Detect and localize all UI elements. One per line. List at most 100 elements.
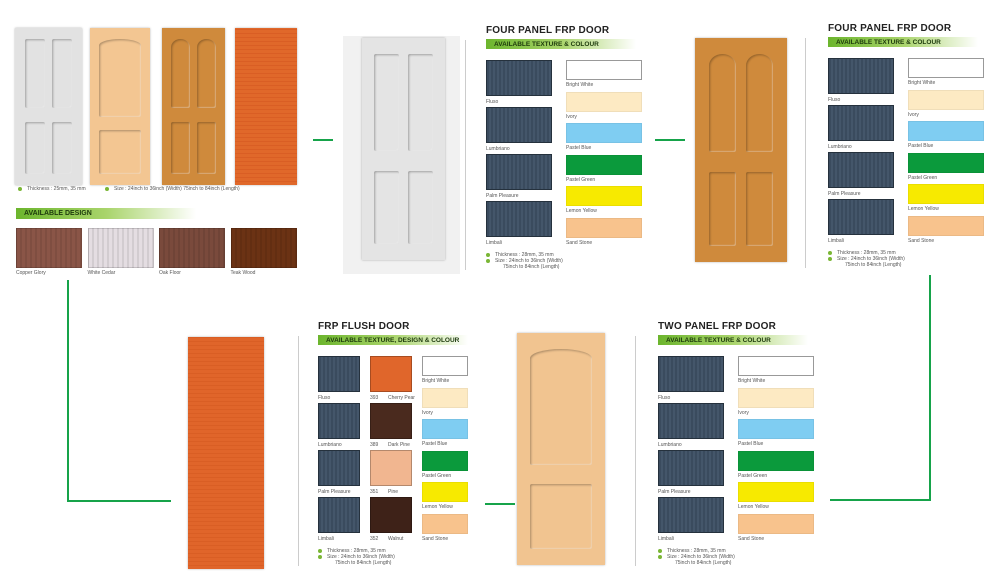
colour-swatch (908, 121, 984, 141)
door-panel (25, 39, 45, 108)
bullet-icon (658, 548, 662, 553)
texture-label: Lumbriano (486, 146, 510, 152)
door-panel (197, 122, 216, 174)
texture-label: Limbali (658, 536, 674, 542)
design-code: 393 (370, 395, 379, 401)
texture-colour-header: AVAILABLE TEXTURE, DESIGN & COLOUR (318, 335, 468, 345)
colour-swatch (908, 89, 984, 110)
door-image-four-panel-gray (362, 38, 445, 260)
colour-swatch (566, 60, 642, 80)
colour-swatch (422, 356, 468, 376)
available-design-header: AVAILABLE DESIGN (16, 208, 196, 219)
colour-swatch (908, 58, 984, 78)
texture-colour-header: AVAILABLE TEXTURE & COLOUR (486, 39, 636, 49)
design-label: Walnut (388, 536, 404, 542)
colour-label: Bright White (908, 80, 936, 86)
texture-label: Lumbriano (318, 442, 342, 448)
texture-swatch-palm-pleasure (828, 152, 894, 188)
panel-title: TWO PANEL FRP DOOR (658, 321, 777, 332)
design-swatch (159, 228, 225, 268)
thickness-text: Thickness : 28mm, 35 mm (837, 250, 896, 256)
size-length-text: 75inch to 84inch (Length) (845, 262, 902, 268)
overview-spec-size: Size : 24inch to 36inch (Width) 75inch t… (105, 186, 240, 193)
overview-door-four-panel (15, 28, 82, 185)
size-text: Size : 24inch to 36inch (Width) (837, 256, 905, 262)
colour-swatch (566, 91, 642, 112)
colour-swatch (422, 482, 468, 502)
colour-label: Lemon Yellow (908, 206, 939, 212)
door-panel (171, 39, 190, 108)
texture-swatch-palm-pleasure (486, 154, 552, 190)
divider (465, 40, 466, 270)
colour-label: Pastel Blue (908, 143, 934, 149)
door-panel (530, 349, 592, 465)
door-panel (709, 54, 737, 153)
colour-label: Pastel Blue (738, 441, 764, 447)
size-length-text: 75inch to 84inch (Length) (503, 264, 560, 270)
texture-swatch-limbali (658, 497, 724, 533)
colour-label: Sand Stone (422, 535, 449, 542)
texture-label: Fluso (318, 395, 331, 401)
overview-spec-thickness: Thickness : 25mm, 35 mm (18, 186, 86, 193)
bullet-icon (318, 554, 322, 559)
door-panel (171, 122, 190, 174)
colour-label: Sand Stone (908, 237, 935, 244)
texture-colour-header: AVAILABLE TEXTURE & COLOUR (658, 335, 808, 345)
colour-swatch (738, 356, 814, 376)
door-panel (746, 172, 774, 246)
panel-title: FOUR PANEL FRP DOOR (828, 23, 952, 34)
panel-title: FRP FLUSH DOOR (318, 321, 410, 332)
bullet-icon (18, 186, 22, 191)
texture-swatch-lumbriano (658, 403, 724, 439)
design-label: Copper Glory (16, 270, 46, 276)
door-panel (374, 171, 399, 244)
divider (805, 38, 806, 268)
door-image-four-panel-brown (695, 38, 787, 262)
connector-line (655, 139, 685, 141)
door-panel (197, 39, 216, 108)
colour-label: Ivory (908, 111, 919, 118)
connector-line (67, 280, 69, 502)
texture-swatch-limbali (486, 201, 552, 237)
texture-label: Fluso (658, 395, 671, 401)
door-image-flush (188, 337, 264, 569)
thickness-text: Thickness : 28mm, 35 mm (667, 548, 726, 554)
texture-label: Limbali (828, 238, 844, 244)
colour-label: Sand Stone (566, 239, 593, 246)
design-label: Oak Floor (159, 270, 181, 276)
thickness-text: Thickness : 28mm, 35 mm (495, 252, 554, 258)
colour-label: Pastel Green (738, 472, 768, 479)
door-panel (25, 122, 45, 174)
colour-swatch (908, 152, 984, 173)
texture-label: Lumbriano (658, 442, 682, 448)
texture-label: Fluso (486, 99, 499, 105)
bullet-icon (828, 256, 832, 261)
colour-label: Bright White (738, 378, 766, 384)
design-code: 352 (370, 536, 379, 542)
colour-swatch (738, 419, 814, 439)
texture-label: Palm Pleasure (828, 191, 861, 197)
texture-label: Fluso (828, 97, 841, 103)
thickness-text: Thickness : 25mm, 35 mm (27, 186, 86, 192)
colour-label: Ivory (566, 113, 577, 120)
design-swatch (370, 403, 412, 439)
door-panel (52, 122, 72, 174)
colour-swatch (422, 450, 468, 471)
design-swatch (370, 497, 412, 533)
texture-swatch-lumbriano (828, 105, 894, 141)
spec-thickness: Thickness : 28mm, 35 mm (318, 548, 386, 555)
texture-label: Limbali (318, 536, 334, 542)
bullet-icon (486, 258, 490, 263)
connector-line (830, 499, 931, 501)
colour-label: Ivory (422, 409, 433, 416)
design-swatch (87, 228, 154, 268)
spec-thickness: Thickness : 28mm, 35 mm (658, 548, 726, 555)
colour-label: Lemon Yellow (422, 504, 453, 510)
spec-size: Size : 24inch to 36inch (Width) (486, 258, 563, 265)
door-panel (530, 484, 592, 549)
texture-label: Lumbriano (828, 144, 852, 150)
design-swatch (370, 356, 412, 392)
colour-swatch (738, 513, 814, 534)
door-panel (709, 172, 737, 246)
colour-label: Lemon Yellow (738, 504, 769, 510)
